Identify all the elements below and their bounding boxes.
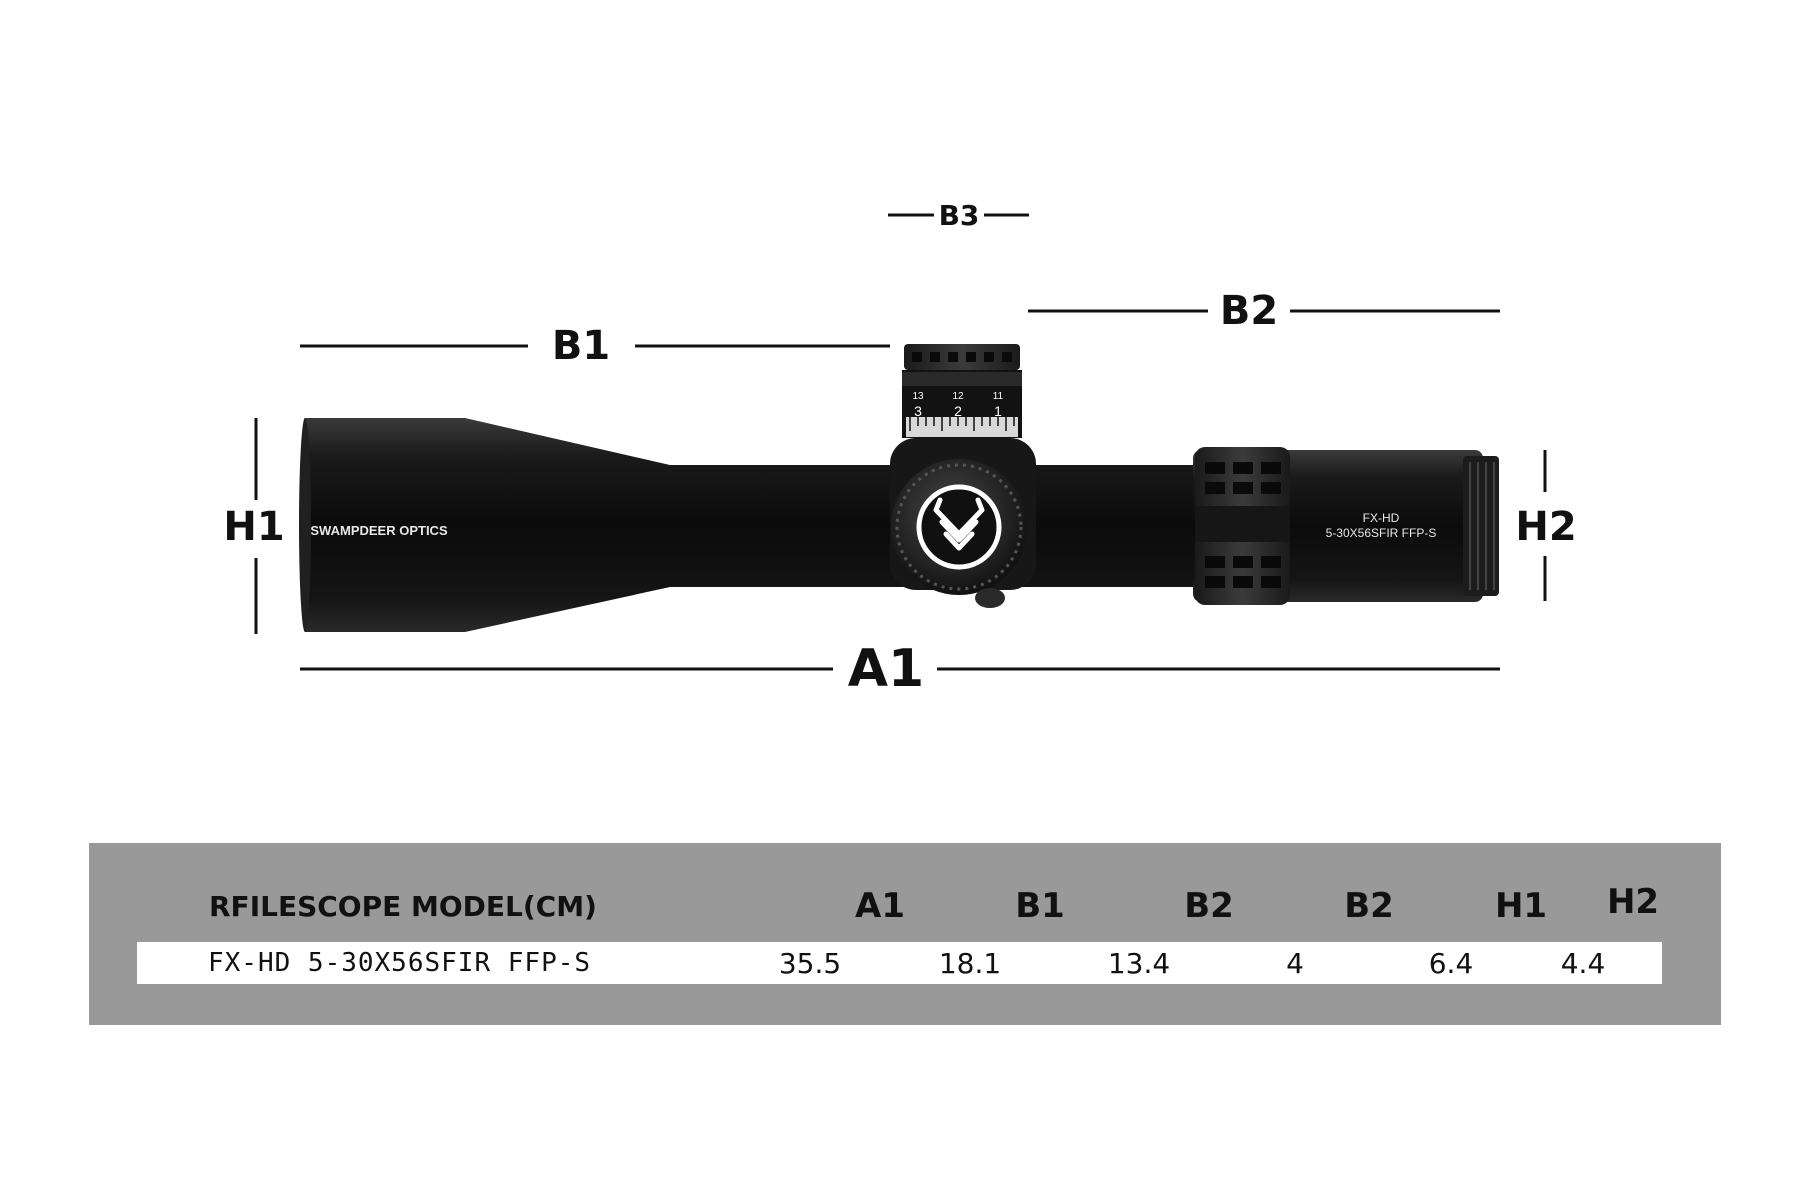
model-engraving-line1: FX-HD [1363,511,1400,525]
h2-label: H2 [1515,504,1576,550]
row-b1: 18.1 [938,946,1002,980]
magnification-ring [1195,447,1290,605]
b2-label: B2 [1220,288,1278,334]
turret-number-1: 1 [994,403,1002,419]
b1-label: B1 [552,323,610,369]
brand-engraving: SWAMPDEER OPTICS [310,523,448,538]
swampdeer-logo [916,484,1002,570]
model-engraving-line2: 5-30X56SFIR FFP-S [1326,526,1437,540]
spec-table-row: FX-HD 5-30X56SFIR FFP-S 35.5 18.1 13.4 4… [137,942,1662,984]
b3-label: B3 [939,199,980,232]
a1-label: A1 [848,639,924,699]
row-a1: 35.5 [778,946,842,980]
turret-number-11: 11 [993,391,1004,402]
parallax-lever [975,588,1005,608]
row-b2-second: 4 [1286,946,1304,980]
turret-number-13: 13 [912,391,924,402]
turret-number-12: 12 [952,391,964,402]
riflescope-drawing: B3 B1 B2 H1 H2 A1 [223,199,1576,699]
header-b2: B2 [1184,886,1234,926]
row-h1: 6.4 [1428,946,1474,980]
elevation-turret: 13 12 11 3 2 1 [902,344,1022,438]
header-a1: A1 [855,886,905,926]
row-model: FX-HD 5-30X56SFIR FFP-S [208,948,592,978]
header-b2-second: B2 [1344,886,1394,926]
turret-number-2: 2 [954,403,962,419]
spec-table: RFILESCOPE MODEL(CM) A1 B1 B2 B2 H1 H2 F… [89,843,1721,1025]
row-b2: 13.4 [1107,946,1171,980]
turret-number-3: 3 [914,403,922,419]
header-h2: H2 [1606,882,1660,922]
spec-table-header: RFILESCOPE MODEL(CM) A1 B1 B2 B2 H1 H2 [89,881,1721,931]
objective-rim [299,418,311,632]
header-b1: B1 [1015,886,1065,926]
h1-label: H1 [223,504,284,550]
row-h2: 4.4 [1560,946,1606,980]
diopter-ring [1463,456,1499,596]
dimension-lines [254,213,1547,671]
header-h1: H1 [1494,886,1548,926]
header-model: RFILESCOPE MODEL(CM) [209,889,597,923]
